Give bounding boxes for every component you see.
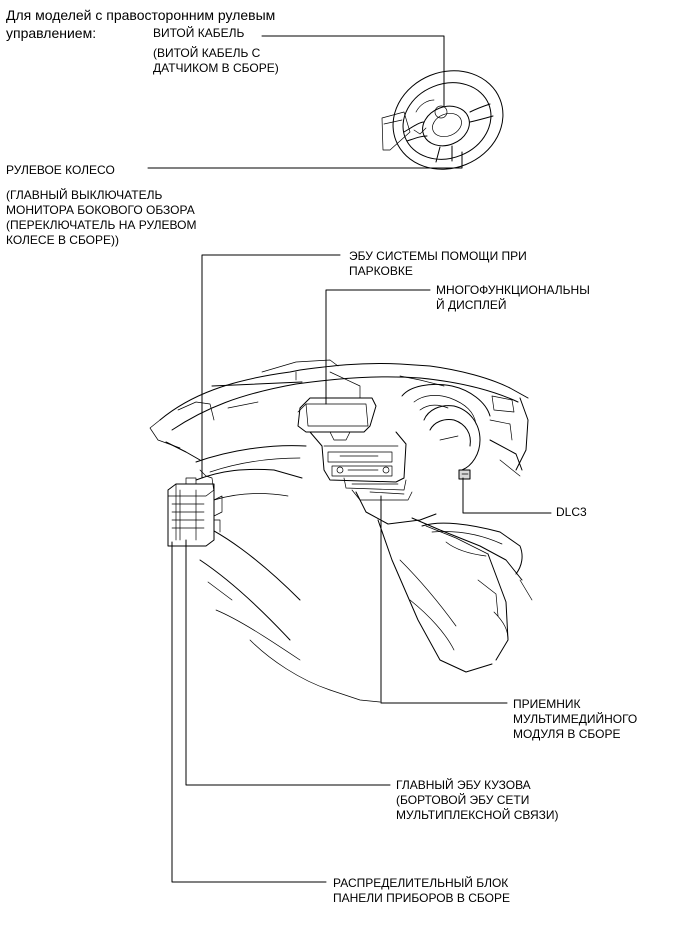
label-junction-block: РАСПРЕДЕЛИТЕЛЬНЫЙ БЛОК ПАНЕЛИ ПРИБОРОВ В…	[333, 876, 510, 906]
label-steering-wheel-line-1: РУЛЕВОЕ КОЛЕСО	[6, 163, 115, 177]
label-dlc3: DLC3	[556, 505, 587, 520]
leader-lines	[147, 35, 552, 883]
label-steering-wheel-line-5: КОЛЕСЕ В СБОРЕ))	[6, 233, 120, 247]
label-body-ecu-line-1: ГЛАВНЫЙ ЭБУ КУЗОВА	[396, 778, 531, 792]
label-steering-wheel: РУЛЕВОЕ КОЛЕСО (ГЛАВНЫЙ ВЫКЛЮЧАТЕЛЬ МОНИ…	[6, 163, 197, 248]
label-junction-block-line-2: ПАНЕЛИ ПРИБОРОВ В СБОРЕ	[333, 891, 510, 905]
label-receiver: ПРИЕМНИК МУЛЬТИМЕДИЙНОГО МОДУЛЯ В СБОРЕ	[513, 697, 637, 742]
label-multi-display-line-2: Й ДИСПЛЕЙ	[436, 298, 507, 312]
label-parking-ecu-line-1: ЭБУ СИСТЕМЫ ПОМОЩИ ПРИ	[349, 249, 527, 263]
label-steering-wheel-line-2: (ГЛАВНЫЙ ВЫКЛЮЧАТЕЛЬ	[6, 188, 163, 202]
label-body-ecu: ГЛАВНЫЙ ЭБУ КУЗОВА (БОРТОВОЙ ЭБУ СЕТИ МУ…	[396, 778, 559, 823]
label-body-ecu-line-2: (БОРТОВОЙ ЭБУ СЕТИ	[396, 793, 530, 807]
label-multi-display: МНОГОФУНКЦИОНАЛЬНЫ Й ДИСПЛЕЙ	[436, 283, 590, 313]
header-line-1: Для моделей с правосторонним рулевым	[6, 7, 276, 23]
label-parking-ecu: ЭБУ СИСТЕМЫ ПОМОЩИ ПРИ ПАРКОВКЕ	[349, 249, 527, 279]
label-steering-wheel-line-4: (ПЕРЕКЛЮЧАТЕЛЬ НА РУЛЕВОМ	[6, 218, 197, 232]
steering-wheel-drawing	[381, 70, 504, 170]
label-spiral-cable: ВИТОЙ КАБЕЛЬ (ВИТОЙ КАБЕЛЬ С ДАТЧИКОМ В …	[153, 26, 279, 76]
label-multi-display-line-1: МНОГОФУНКЦИОНАЛЬНЫ	[436, 283, 590, 297]
label-receiver-line-1: ПРИЕМНИК	[513, 697, 581, 711]
label-spiral-cable-line-1: ВИТОЙ КАБЕЛЬ	[153, 26, 245, 40]
diagram-header: Для моделей с правосторонним рулевым упр…	[6, 6, 275, 42]
label-spiral-cable-line-2: (ВИТОЙ КАБЕЛЬ С	[153, 46, 261, 60]
label-body-ecu-line-3: МУЛЬТИПЛЕКСНОЙ СВЯЗИ)	[396, 808, 559, 822]
label-receiver-line-2: МУЛЬТИМЕДИЙНОГО	[513, 712, 638, 726]
label-junction-block-line-1: РАСПРЕДЕЛИТЕЛЬНЫЙ БЛОК	[333, 876, 509, 890]
label-parking-ecu-line-2: ПАРКОВКЕ	[349, 264, 413, 278]
header-line-2: управлением:	[6, 25, 97, 41]
label-receiver-line-3: МОДУЛЯ В СБОРЕ	[513, 727, 621, 741]
label-spiral-cable-line-3: ДАТЧИКОМ В СБОРЕ)	[153, 61, 279, 75]
label-steering-wheel-line-3: МОНИТОРА БОКОВОГО ОБЗОРА	[6, 203, 195, 217]
label-dlc3-line-1: DLC3	[556, 505, 587, 519]
dashboard-drawing	[149, 359, 533, 703]
